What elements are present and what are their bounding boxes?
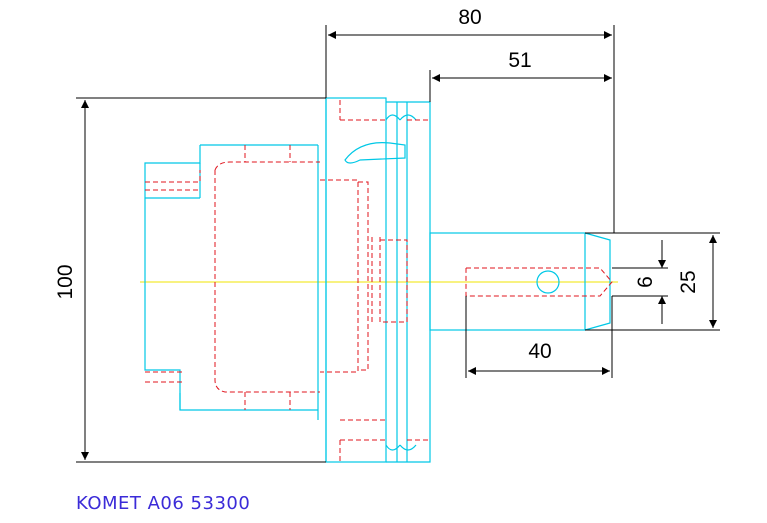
dimension-label-bore-depth: 40 <box>528 340 551 363</box>
tool-outline <box>144 97 611 463</box>
dimension-label-bore: 6 <box>634 276 657 288</box>
dimension-label-flange: 100 <box>54 264 77 299</box>
dimension-label-shank: 51 <box>508 49 531 72</box>
part-number-caption: KOMET A06 53300 <box>76 493 251 514</box>
dimension-label-overall: 80 <box>458 6 481 29</box>
dimension-label-shank-diameter: 25 <box>677 270 700 293</box>
dimensions: 80 51 40 100 25 6 <box>54 6 720 463</box>
hidden-lines <box>145 100 613 462</box>
